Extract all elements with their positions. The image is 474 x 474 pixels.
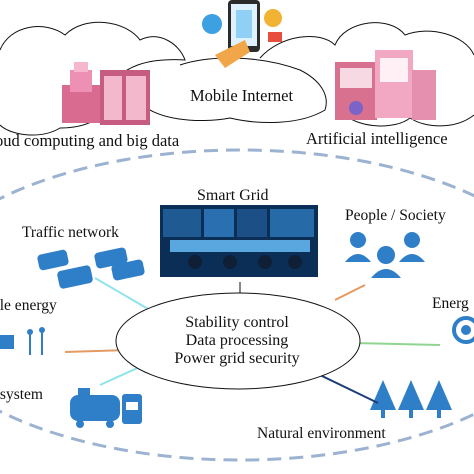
traffic-network-label: Traffic network bbox=[22, 224, 119, 241]
artificial-intelligence-label: Artificial intelligence bbox=[306, 129, 448, 148]
natural-environment-label: Natural environment bbox=[257, 425, 386, 442]
mobile-internet-label: Mobile Internet bbox=[190, 86, 294, 105]
center-ellipse bbox=[115, 292, 361, 390]
cloud-computing-label: oud computing and big data bbox=[0, 131, 180, 150]
link-people bbox=[334, 284, 366, 301]
natural-environment-icon bbox=[370, 380, 452, 418]
center-line-1: Stability control bbox=[185, 314, 289, 331]
outer-dashed-circle bbox=[0, 148, 474, 462]
energy-label: Energ bbox=[432, 295, 469, 312]
smart-grid-icon bbox=[160, 205, 318, 277]
center-text: Stability control Data processing Power … bbox=[146, 314, 328, 368]
gas-system-label: s system bbox=[0, 386, 43, 403]
cloud-computing-icon bbox=[62, 62, 150, 125]
link-energy bbox=[351, 342, 441, 346]
people-society-label: People / Society bbox=[345, 207, 446, 224]
energy-gear-icon bbox=[452, 316, 474, 344]
smart-grid-label: Smart Grid bbox=[197, 187, 269, 204]
renewable-energy-label: ble energy bbox=[0, 297, 57, 314]
renewable-energy-icon bbox=[0, 327, 45, 355]
center-line-2: Data processing bbox=[185, 332, 289, 349]
people-icon bbox=[345, 232, 425, 278]
artificial-intelligence-icon bbox=[335, 50, 436, 120]
traffic-network-icon bbox=[37, 247, 145, 289]
link-nature bbox=[319, 374, 379, 404]
gas-system-icon bbox=[70, 388, 142, 428]
cloud-outline bbox=[0, 21, 474, 136]
mobile-internet-icon bbox=[202, 0, 282, 68]
center-line-3: Power grid security bbox=[174, 350, 300, 367]
link-traffic bbox=[94, 277, 156, 314]
link-renewable bbox=[64, 349, 129, 353]
